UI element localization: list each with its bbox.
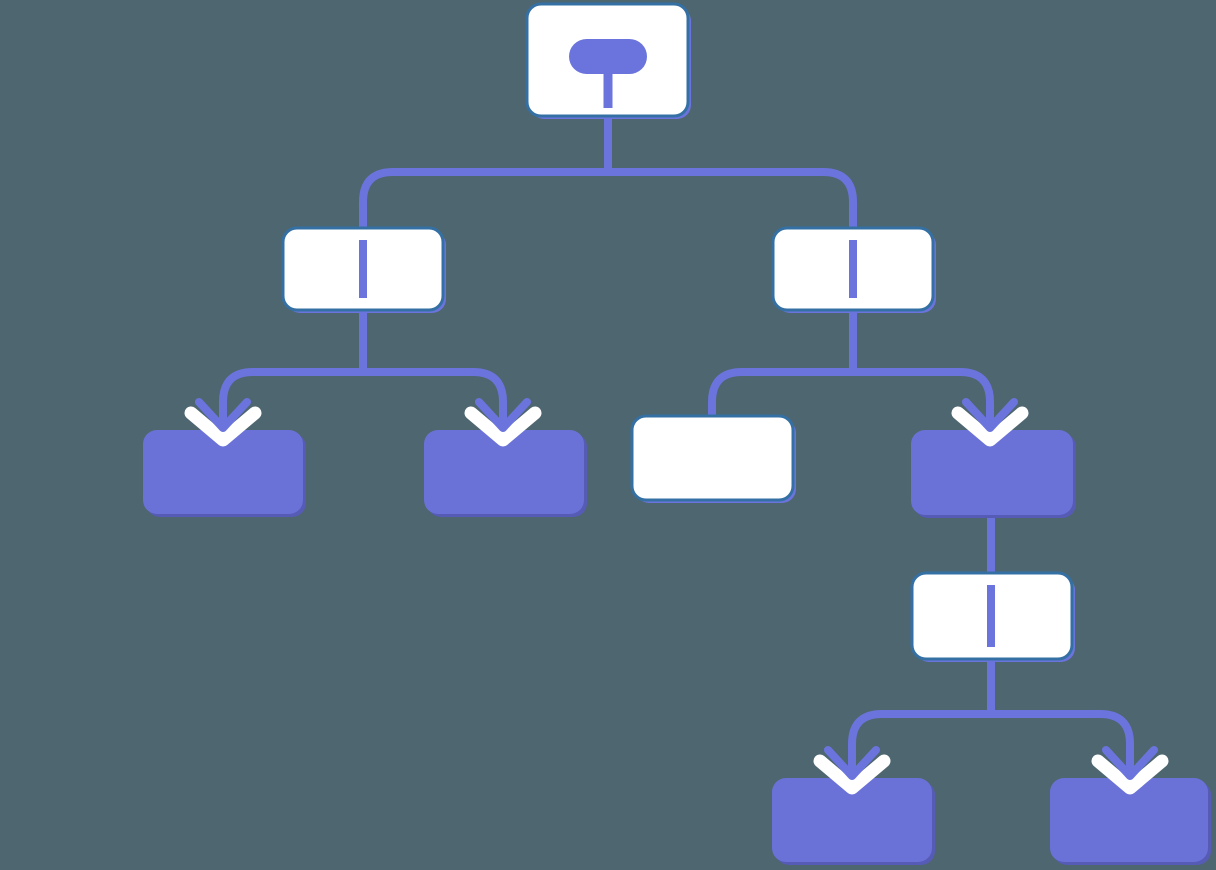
node-branch-bottom[interactable] bbox=[910, 571, 1075, 662]
arrowheads bbox=[184, 398, 1169, 795]
node-plain[interactable] bbox=[630, 414, 796, 503]
connector-root-split bbox=[359, 168, 857, 246]
node-leaf-3[interactable] bbox=[911, 430, 1076, 518]
pass-through-bar-icon bbox=[849, 240, 857, 298]
node-leaf-5[interactable] bbox=[1050, 778, 1211, 865]
node-leaf-2-body[interactable] bbox=[424, 430, 584, 514]
pass-through-bar-icon bbox=[987, 585, 995, 647]
chevron-arrow-icon bbox=[184, 398, 262, 447]
chevron-arrow-icon bbox=[464, 398, 542, 447]
connector-branch-right-split bbox=[708, 368, 994, 440]
connector-branch-bottom-split bbox=[848, 710, 1134, 772]
root-pill-icon bbox=[569, 39, 647, 108]
node-branch-right[interactable] bbox=[771, 226, 936, 313]
chevron-arrow-icon bbox=[813, 746, 891, 795]
node-root[interactable] bbox=[525, 2, 691, 119]
node-branch-left[interactable] bbox=[281, 226, 446, 313]
connectors bbox=[219, 110, 1134, 772]
node-plain-body[interactable] bbox=[630, 414, 795, 502]
node-leaf-2[interactable] bbox=[424, 430, 587, 517]
connector-branch-left-split bbox=[219, 368, 507, 424]
node-leaf-4[interactable] bbox=[772, 778, 935, 865]
node-leaf-1[interactable] bbox=[143, 430, 306, 517]
node-leaf-4-body[interactable] bbox=[772, 778, 932, 862]
pass-through-bar-icon bbox=[359, 240, 367, 298]
node-leaf-5-body[interactable] bbox=[1050, 778, 1208, 862]
chevron-arrow-icon bbox=[951, 398, 1029, 447]
node-leaf-1-body[interactable] bbox=[143, 430, 303, 514]
node-leaf-3-body[interactable] bbox=[911, 430, 1073, 515]
chevron-arrow-icon bbox=[1091, 746, 1169, 795]
